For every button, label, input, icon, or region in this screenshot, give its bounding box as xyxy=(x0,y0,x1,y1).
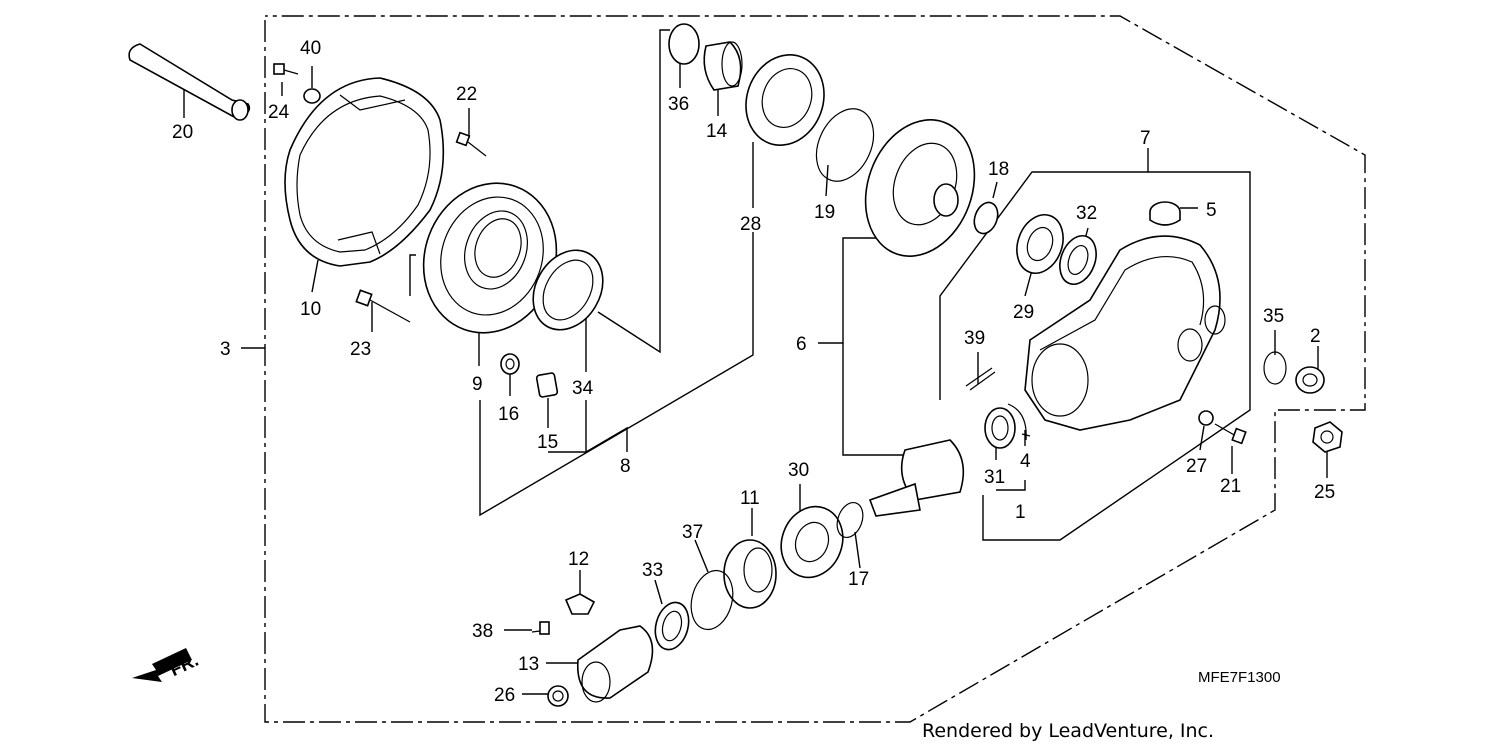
part-27-washer xyxy=(1198,410,1214,426)
label-28: 28 xyxy=(740,214,761,235)
label-29: 29 xyxy=(1013,302,1034,323)
part-28-bearing xyxy=(745,54,825,146)
part-12-stopper xyxy=(564,593,596,615)
part-30-bearing xyxy=(780,505,844,579)
part-7-gear-case xyxy=(1024,235,1226,431)
label-17: 17 xyxy=(848,569,869,590)
assembly-boundary xyxy=(264,15,1366,723)
part-35-o-ring xyxy=(1263,351,1287,385)
part-21-bolt xyxy=(1214,423,1247,445)
ring-gear xyxy=(864,119,976,257)
label-21: 21 xyxy=(1220,476,1241,497)
label-37: 37 xyxy=(682,522,703,543)
part-10-brake-band xyxy=(284,77,445,267)
part-25-nut xyxy=(1312,421,1343,453)
label-20: 20 xyxy=(172,122,193,143)
label-10: 10 xyxy=(300,299,321,320)
part-16-washer xyxy=(500,353,520,375)
part-14-collar xyxy=(703,41,743,91)
label-16: 16 xyxy=(498,404,519,425)
pinion-gear xyxy=(868,439,965,517)
label-27: 27 xyxy=(1186,456,1207,477)
label-34: 34 xyxy=(572,378,594,399)
leader-lines xyxy=(183,29,1328,695)
label-32: 32 xyxy=(1076,203,1097,224)
part-24-bolt xyxy=(273,63,299,75)
front-marker-label: FR. xyxy=(167,650,202,680)
label-13: 13 xyxy=(518,654,539,675)
diagram-code: MFE7F1300 xyxy=(1198,669,1281,686)
label-26: 26 xyxy=(494,685,515,706)
part-4-pin xyxy=(1021,433,1031,437)
part-34-oil-seal xyxy=(532,249,604,331)
label-25: 25 xyxy=(1314,482,1335,503)
part-22-bolt xyxy=(455,131,487,157)
label-18: 18 xyxy=(988,159,1009,180)
label-8: 8 xyxy=(620,456,631,477)
part-32-seal xyxy=(1059,234,1097,286)
label-14: 14 xyxy=(706,121,728,142)
label-39: 39 xyxy=(964,328,985,349)
part-31-needle-bearing xyxy=(984,403,1027,449)
label-2: 2 xyxy=(1310,326,1321,347)
label-33: 33 xyxy=(642,560,663,581)
part-17-shim xyxy=(836,501,864,539)
label-19: 19 xyxy=(814,202,835,223)
part-labels: 1 2 3 4 5 6 7 8 9 10 11 12 13 14 15 16 1… xyxy=(172,38,1335,706)
part-15-plug xyxy=(535,372,559,398)
label-9: 9 xyxy=(472,374,483,395)
label-36: 36 xyxy=(668,94,689,115)
label-35: 35 xyxy=(1263,306,1284,327)
label-38: 38 xyxy=(472,621,493,642)
part-33-seal xyxy=(654,601,690,651)
label-30: 30 xyxy=(788,460,809,481)
part-23-bolt xyxy=(355,289,411,323)
part-37-o-ring xyxy=(690,569,734,631)
label-6: 6 xyxy=(796,334,807,355)
part-11-spline-gear xyxy=(723,539,777,609)
part-36-o-ring xyxy=(668,23,700,65)
label-40: 40 xyxy=(300,38,321,59)
label-4: 4 xyxy=(1020,451,1031,472)
part-40-washer xyxy=(303,88,321,104)
label-5: 5 xyxy=(1206,200,1217,221)
label-1: 1 xyxy=(1015,502,1026,523)
label-15: 15 xyxy=(537,432,558,453)
part-19-circlip xyxy=(815,108,875,182)
label-12: 12 xyxy=(568,549,589,570)
part-5-cap xyxy=(1149,201,1181,226)
credit-text: Rendered by LeadVenture, Inc. xyxy=(922,720,1214,742)
part-26-bolt xyxy=(547,685,569,707)
part-2-nut xyxy=(1295,366,1325,394)
part-39-stud xyxy=(965,367,996,391)
label-22: 22 xyxy=(456,84,477,105)
part-18-shim xyxy=(973,201,999,235)
label-23: 23 xyxy=(350,339,371,360)
label-11: 11 xyxy=(740,488,760,509)
label-31: 31 xyxy=(984,467,1005,488)
front-arrow-icon: FR. xyxy=(132,648,201,682)
label-3: 3 xyxy=(220,339,231,360)
label-24: 24 xyxy=(268,102,290,123)
part-13-joint xyxy=(577,625,654,703)
part-29-bearing xyxy=(1016,214,1064,274)
label-7: 7 xyxy=(1140,128,1151,149)
part-38-bolt xyxy=(531,621,550,635)
part-20-sleeve xyxy=(128,43,251,121)
